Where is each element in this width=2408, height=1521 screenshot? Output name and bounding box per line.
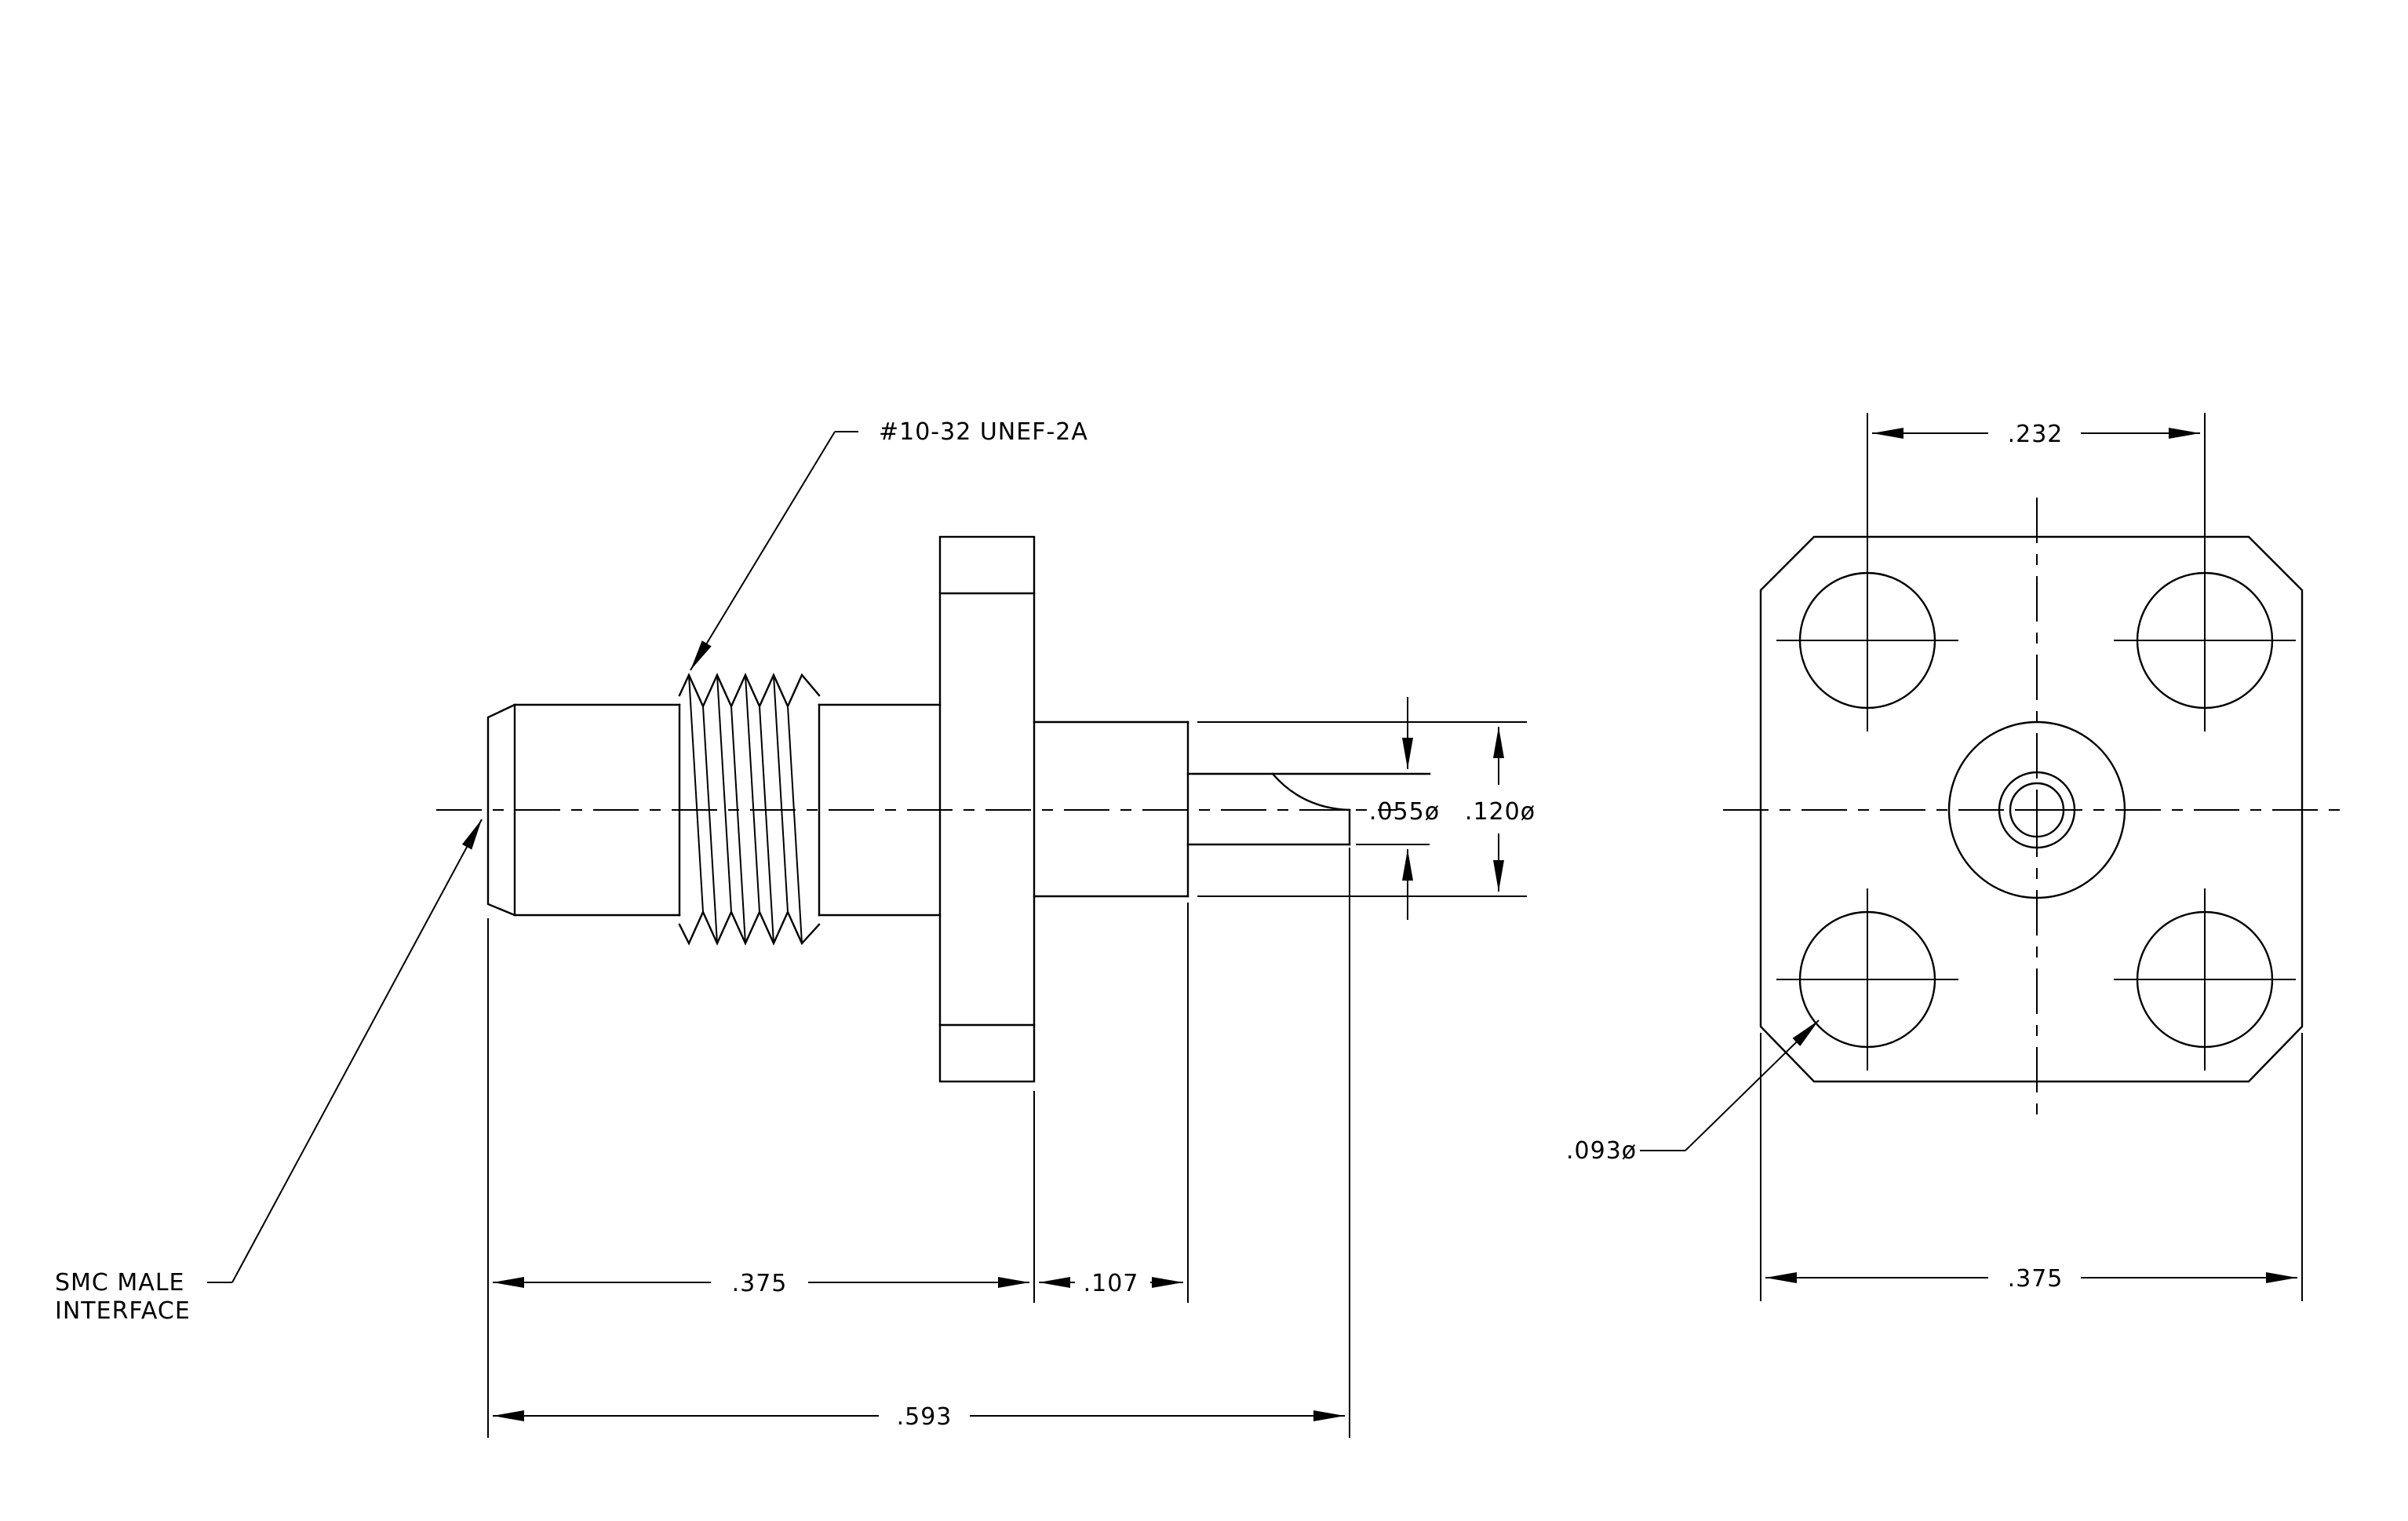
center-pin [1186, 772, 1431, 846]
dim-hole-spacing: .232 [1872, 421, 2200, 448]
interface-callout-line1: SMC MALE [55, 1269, 185, 1297]
end-extension-lines [1760, 413, 2303, 1301]
dim-label-593: .593 [897, 1403, 953, 1431]
end-view: .232 .375 .093ø [1566, 413, 2351, 1301]
extension-lines [487, 721, 1527, 1438]
hole-diameter-callout: .093ø [1566, 1019, 1820, 1165]
dim-flange-width: .375 [1765, 1265, 2297, 1293]
dim-interface-to-flange: .375 [493, 1270, 1029, 1297]
dim-label-093: .093ø [1566, 1137, 1637, 1165]
mounting-holes [1776, 549, 2296, 1071]
interface-body [486, 703, 681, 917]
flange-outline [1759, 535, 2304, 1083]
center-contact [1947, 720, 2126, 899]
side-view: .375 .107 .593 .055ø .120ø [55, 418, 1536, 1438]
interface-callout-line2: INTERFACE [55, 1297, 191, 1325]
dim-label-375-end: .375 [2008, 1265, 2064, 1293]
dim-label-120: .120ø [1465, 798, 1536, 826]
rear-body [1033, 720, 1189, 898]
thread-callout: #10-32 UNEF-2A [690, 418, 1088, 671]
dim-overall-length: .593 [493, 1403, 1345, 1431]
neck-body [818, 703, 942, 917]
flange [938, 535, 1036, 1083]
dim-label-055: .055ø [1369, 798, 1440, 826]
thread-callout-label: #10-32 UNEF-2A [879, 418, 1088, 446]
threaded-section [678, 673, 821, 946]
interface-callout: SMC MALE INTERFACE [55, 819, 483, 1325]
dim-body-diameter: .120ø [1465, 727, 1536, 892]
dim-flange-to-shoulder: .107 [1039, 1270, 1183, 1297]
dim-label-232: .232 [2008, 421, 2064, 448]
dim-label-107: .107 [1084, 1270, 1139, 1297]
dim-pin-diameter: .055ø [1369, 697, 1440, 920]
dim-label-375-side: .375 [732, 1270, 788, 1297]
